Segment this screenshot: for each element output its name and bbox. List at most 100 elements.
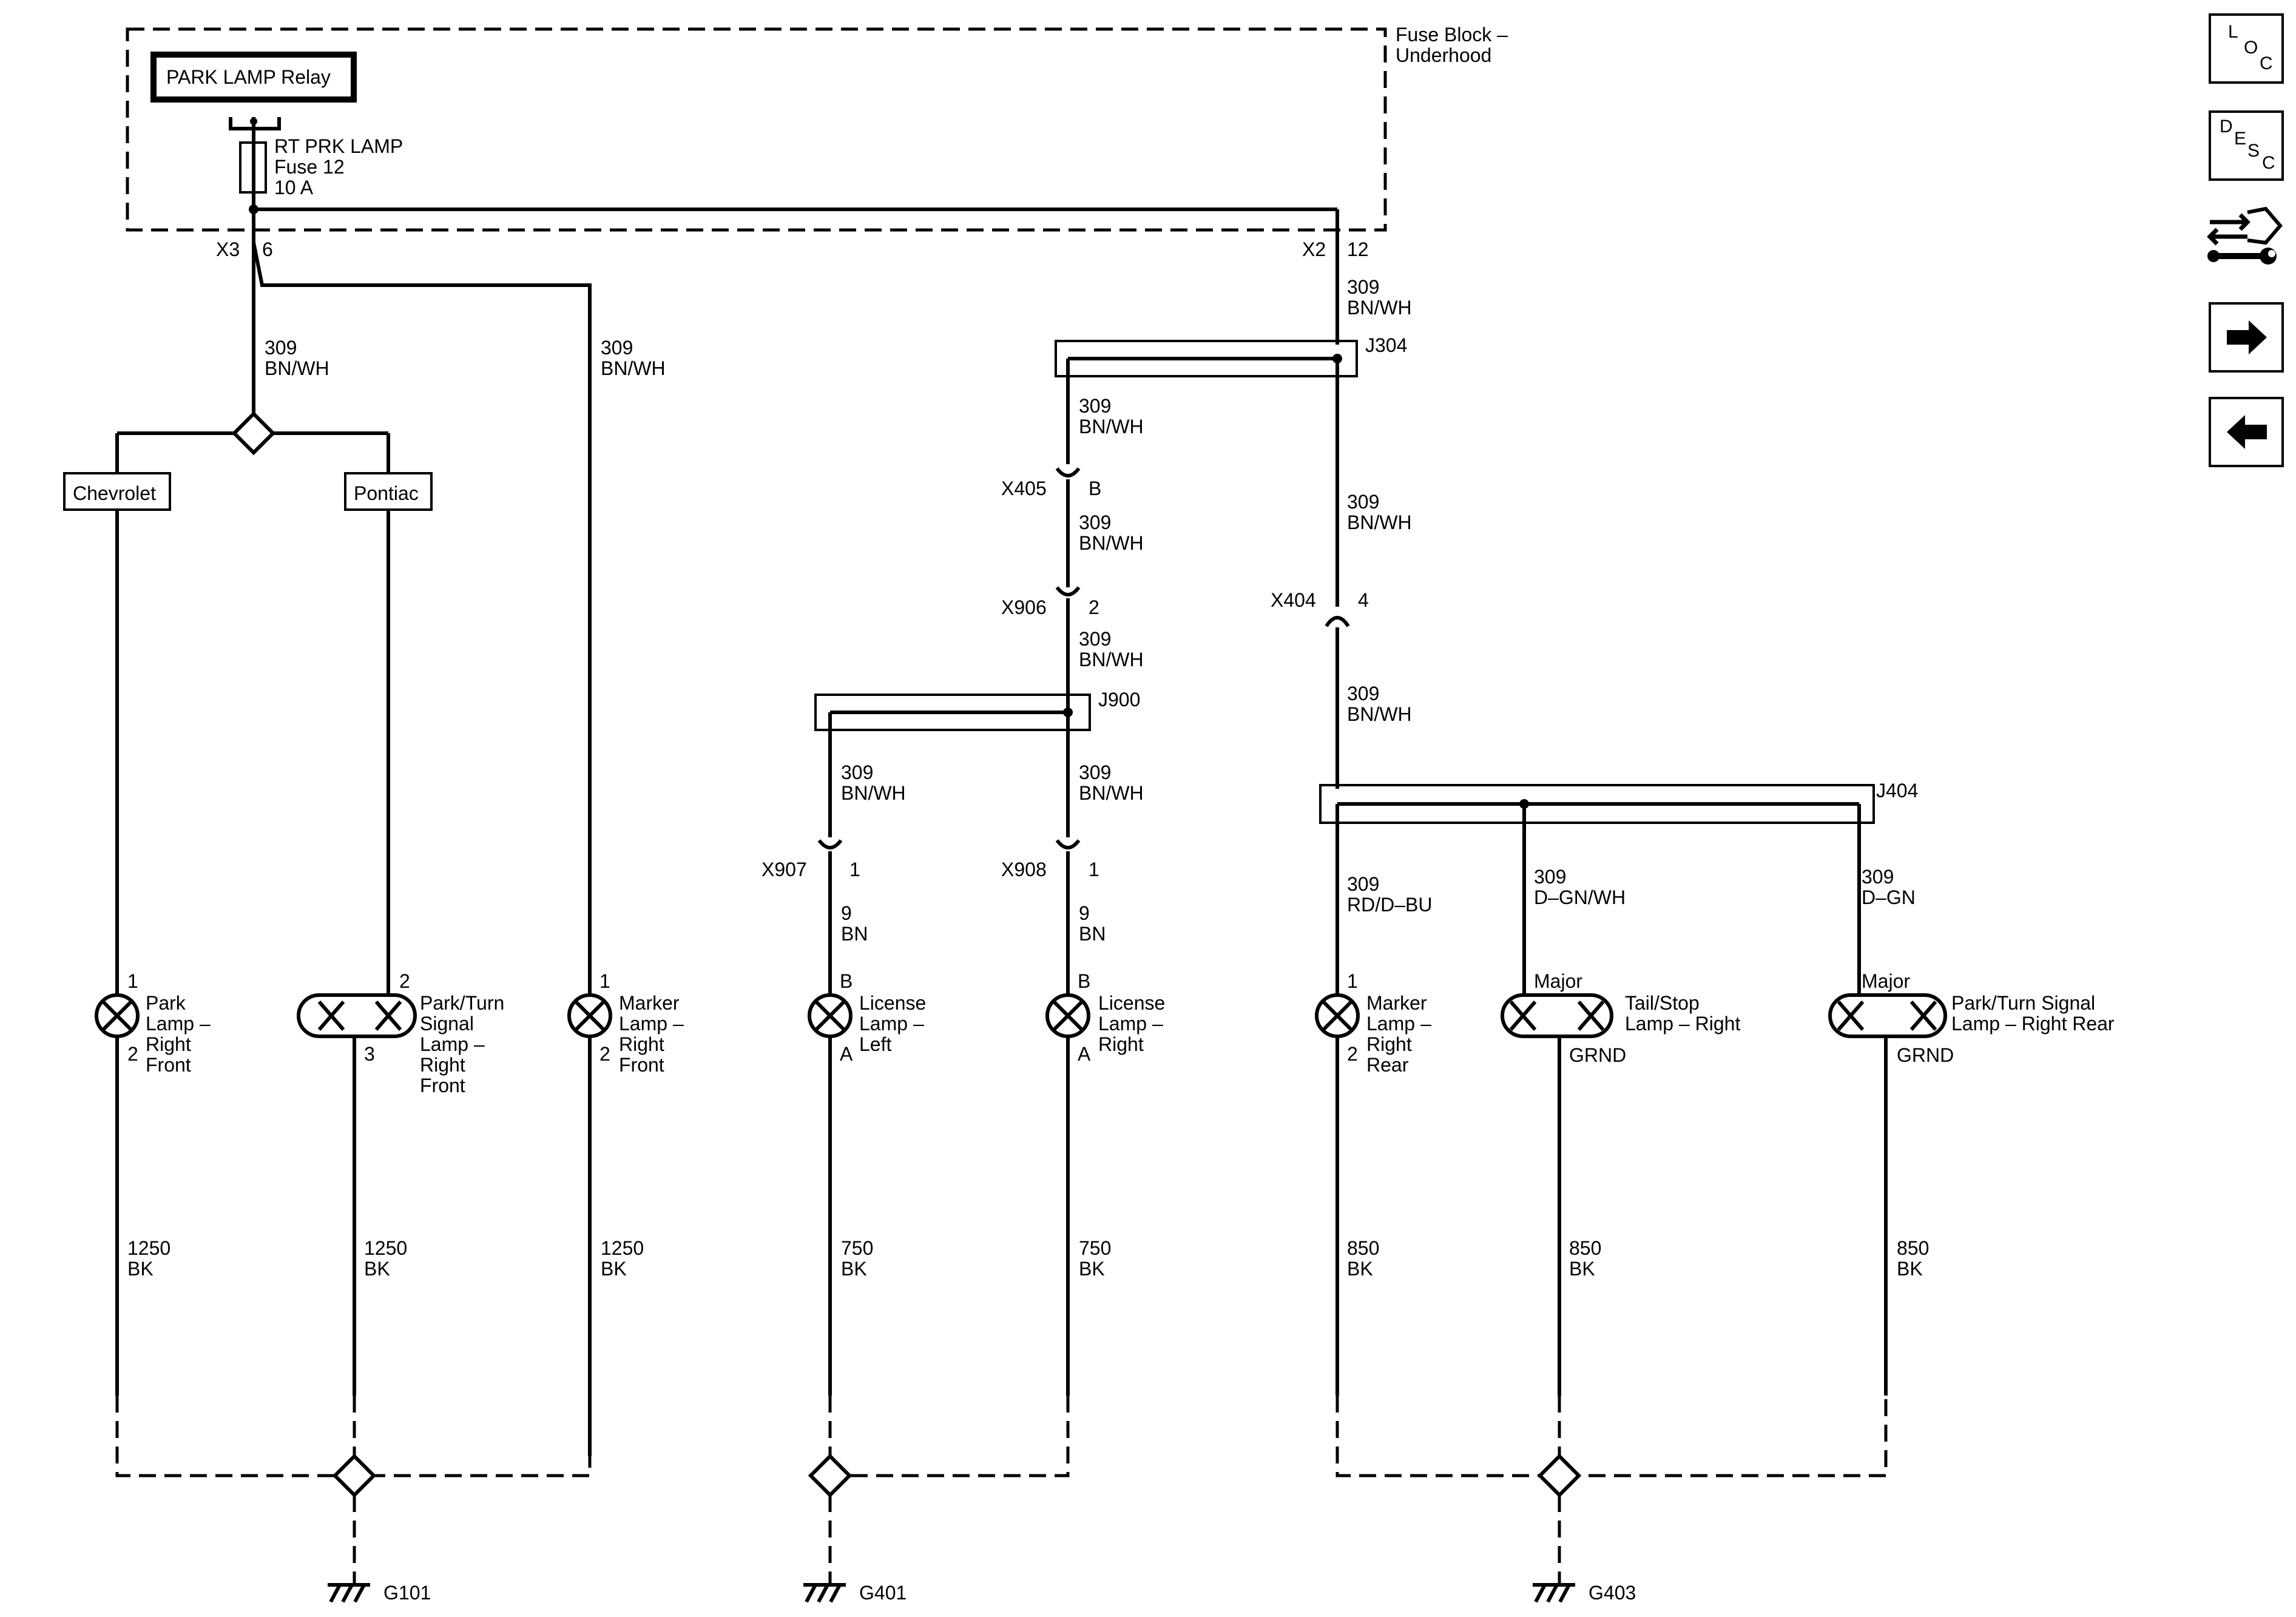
connector-x404[interactable]	[1325, 616, 1350, 627]
tail-stop-lamp-right[interactable]	[1501, 993, 1613, 1038]
marker-rf-label-3: Right	[619, 1033, 664, 1055]
marker-rr-label-2: Lamp –	[1366, 1013, 1431, 1035]
ground-g401-icon	[803, 1583, 846, 1603]
wire-label-309-c: 309	[1347, 276, 1379, 298]
wire-label-309-i: 309	[1347, 491, 1379, 513]
wire-color-850-b: BK	[1569, 1258, 1595, 1280]
g401-splice-diamond	[808, 1453, 853, 1498]
license-r-label-3: Right	[1098, 1033, 1144, 1055]
wire-color-309-b: BN/WH	[601, 357, 666, 379]
wire-color-1250-c: BK	[601, 1258, 627, 1280]
connector-x906[interactable]	[1055, 586, 1081, 596]
wire-label-850-a: 850	[1347, 1237, 1379, 1259]
splice-j404[interactable]	[1319, 784, 1875, 824]
park-rf-label-3: Right	[146, 1033, 191, 1055]
wire-label-309-h: 309	[1079, 761, 1111, 783]
wire-label-309-m: 309	[1862, 866, 1894, 888]
x405-pin: B	[1089, 478, 1101, 499]
x2-label: X2	[1302, 238, 1326, 260]
fuse-label-2: Fuse 12	[274, 156, 345, 178]
splice-j900-label: J900	[1098, 689, 1140, 711]
tailstop-major: Major	[1534, 970, 1582, 992]
arrow-left-icon	[2227, 415, 2267, 449]
ground-g401-label: G401	[859, 1582, 907, 1604]
turn-rf-label-5: Front	[420, 1075, 465, 1096]
connector-x907[interactable]	[817, 839, 843, 849]
x908-label: X908	[1001, 859, 1047, 880]
turn-rr-label-1: Park/Turn Signal	[1951, 992, 2095, 1014]
wire-label-9-b: 9	[1079, 902, 1090, 924]
option-splice-diamond	[231, 411, 276, 456]
license-r-label-1: License	[1098, 992, 1165, 1014]
turn-rr-major: Major	[1862, 970, 1910, 992]
loc-button[interactable]: L O C	[2209, 13, 2284, 84]
wire-color-309-d: BN/WH	[1079, 416, 1144, 437]
license-l-pin-top: B	[840, 970, 853, 992]
x907-label: X907	[761, 859, 807, 880]
license-l-label-1: License	[859, 992, 926, 1014]
splice-j304-label: J304	[1365, 334, 1407, 356]
wire-color-309-j: BN/WH	[1347, 703, 1412, 725]
option-pontiac-label: Pontiac	[354, 482, 419, 504]
wire-label-1250-a: 1250	[127, 1237, 171, 1259]
wire-label-850-c: 850	[1897, 1237, 1929, 1259]
marker-lamp-right-front[interactable]	[567, 993, 612, 1038]
x404-label: X404	[1271, 589, 1316, 611]
splice-j900[interactable]	[814, 694, 1091, 731]
connector-x908[interactable]	[1055, 839, 1081, 849]
wire-label-309-b: 309	[601, 337, 633, 359]
wire-color-309-f: BN/WH	[1079, 649, 1144, 670]
license-lamp-right[interactable]	[1045, 993, 1090, 1038]
turn-rf-pin-top: 2	[399, 970, 410, 992]
park-turn-lamp-right-front[interactable]	[297, 993, 417, 1038]
wire-color-309-k: RD/D–BU	[1347, 894, 1432, 916]
x908-pin: 1	[1089, 859, 1099, 880]
x907-pin: 1	[849, 859, 860, 880]
connector-wrench-button[interactable]	[2205, 200, 2284, 268]
g403-splice-diamond	[1537, 1453, 1582, 1498]
marker-lamp-right-rear[interactable]	[1315, 993, 1360, 1038]
wire-label-309-a: 309	[265, 337, 297, 359]
marker-rf-pin-bottom: 2	[599, 1043, 610, 1065]
option-chevrolet[interactable]: Chevrolet	[63, 472, 171, 511]
wire-label-309-j: 309	[1347, 683, 1379, 704]
tailstop-label-2: Lamp – Right	[1625, 1013, 1740, 1035]
park-lamp-right-front[interactable]	[95, 993, 140, 1038]
wire-color-850-c: BK	[1897, 1258, 1923, 1280]
x404-pin: 4	[1358, 589, 1369, 611]
desc-letter-1: D	[2220, 116, 2233, 137]
connector-x405[interactable]	[1055, 467, 1081, 478]
turn-rr-label-2: Lamp – Right Rear	[1951, 1013, 2115, 1035]
marker-rr-pin-top: 1	[1347, 970, 1358, 992]
park-lamp-relay[interactable]: PARK LAMP Relay	[150, 52, 357, 103]
splice-j304[interactable]	[1055, 340, 1358, 377]
park-turn-lamp-right-rear[interactable]	[1828, 993, 1947, 1038]
license-lamp-left[interactable]	[808, 993, 853, 1038]
turn-rr-grnd: GRND	[1897, 1044, 1954, 1066]
wire-color-1250-a: BK	[127, 1258, 154, 1280]
wire-color-309-m: D–GN	[1862, 886, 1916, 908]
fuse-12[interactable]	[229, 117, 281, 209]
wire-label-309-f: 309	[1079, 628, 1111, 650]
next-button[interactable]	[2209, 302, 2284, 373]
loc-letter-1: L	[2228, 22, 2238, 42]
x3-label: X3	[216, 238, 240, 260]
wire-label-309-d: 309	[1079, 395, 1111, 417]
splice-j404-label: J404	[1876, 780, 1918, 802]
ground-g101-label: G101	[383, 1582, 431, 1604]
marker-rf-label-2: Lamp –	[619, 1013, 684, 1035]
wire-color-9-a: BN	[841, 923, 868, 945]
desc-button[interactable]: D E S C	[2209, 110, 2284, 181]
marker-rr-pin-bottom: 2	[1347, 1043, 1358, 1065]
option-pontiac[interactable]: Pontiac	[344, 472, 433, 511]
marker-rf-label-4: Front	[619, 1054, 664, 1076]
tailstop-label-1: Tail/Stop	[1625, 992, 1700, 1014]
marker-rr-label-1: Marker	[1366, 992, 1427, 1014]
wire-label-750-b: 750	[1079, 1237, 1111, 1259]
turn-rf-pin-bottom: 3	[364, 1043, 375, 1065]
prev-button[interactable]	[2209, 397, 2284, 467]
license-r-pin-top: B	[1078, 970, 1090, 992]
park-rf-label-2: Lamp –	[146, 1013, 211, 1035]
fuse-block-label-2: Underhood	[1396, 44, 1491, 66]
